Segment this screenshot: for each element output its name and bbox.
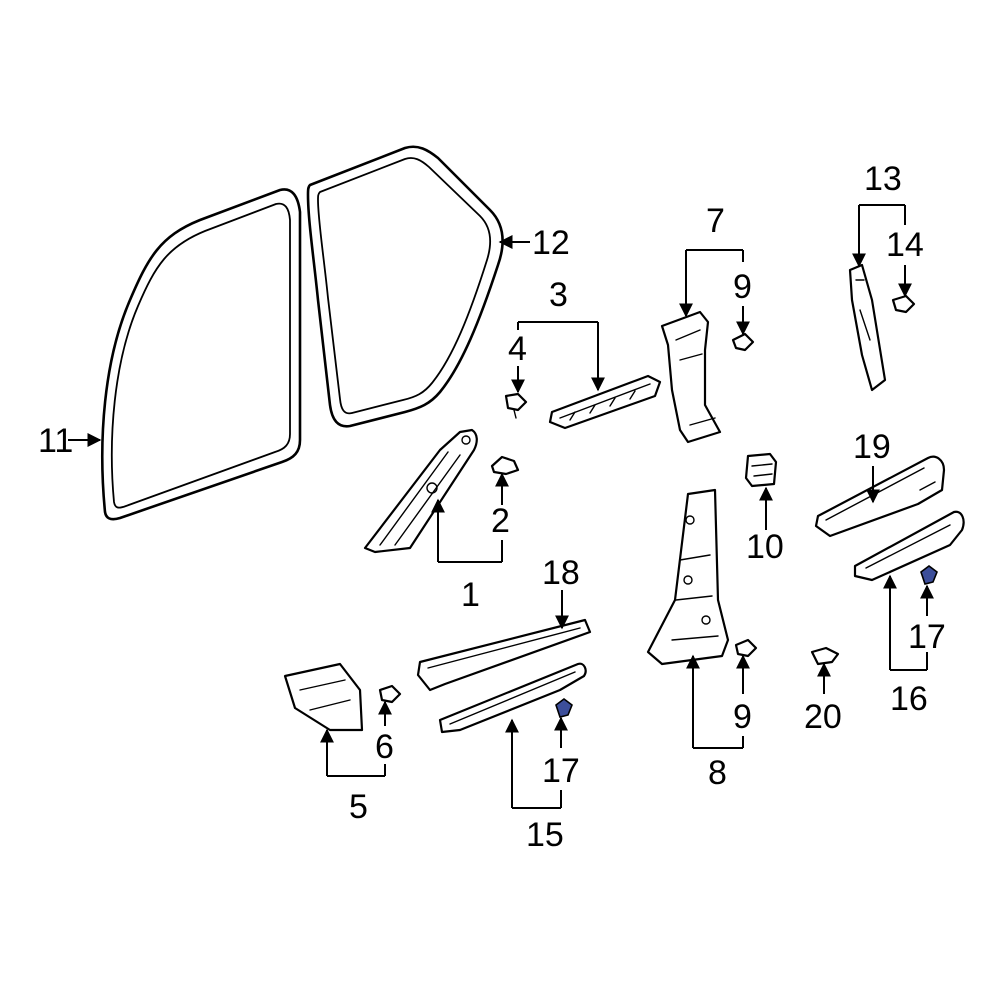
callout-labels: 11 12 3 4 2 1 7 9 10 13 14 19 17 16 18 1… — [38, 160, 946, 854]
callout-15: 15 — [526, 816, 564, 854]
clip-20 — [810, 646, 840, 666]
callout-17-rear: 17 — [908, 618, 946, 656]
callout-20: 20 — [804, 698, 842, 736]
callout-16: 16 — [890, 680, 928, 718]
callout-5: 5 — [349, 788, 368, 826]
fastener-17-front — [555, 698, 573, 718]
callout-19: 19 — [853, 428, 891, 466]
callout-17-front: 17 — [542, 752, 580, 790]
callout-7: 7 — [706, 202, 725, 240]
callout-18: 18 — [542, 554, 580, 592]
callout-11: 11 — [38, 422, 73, 460]
clip-14 — [891, 294, 916, 314]
leader-lines — [68, 204, 934, 809]
pillar-upper-trim-7 — [660, 310, 722, 444]
clip-2 — [490, 455, 520, 476]
callout-8: 8 — [708, 754, 727, 792]
pillar-trim-1 — [363, 428, 478, 554]
callout-3: 3 — [549, 276, 568, 314]
scuff-plate-19 — [814, 455, 946, 538]
clip-9-lower — [734, 638, 758, 658]
rear-door-weatherstrip — [306, 145, 504, 428]
scuff-plate-18 — [416, 618, 592, 692]
bracket-3 — [548, 374, 662, 430]
kick-panel-5 — [283, 662, 364, 732]
callout-13: 13 — [864, 160, 902, 198]
scuff-plate-15 — [438, 662, 587, 734]
front-door-weatherstrip — [101, 188, 302, 521]
clip-6 — [378, 684, 402, 704]
callout-4: 4 — [508, 330, 527, 368]
callout-12: 12 — [532, 224, 570, 262]
callout-10: 10 — [746, 528, 784, 566]
pillar-lower-trim-8 — [646, 488, 730, 666]
clip-9-upper — [731, 332, 755, 352]
callout-2: 2 — [491, 502, 510, 540]
callout-9-lower: 9 — [733, 698, 752, 736]
pillar-trim-13 — [848, 263, 887, 392]
callout-1: 1 — [461, 576, 480, 614]
callout-6: 6 — [375, 728, 394, 766]
clip-4 — [504, 392, 528, 419]
bracket-10 — [744, 452, 778, 488]
callout-14: 14 — [886, 226, 924, 264]
fastener-17-rear — [920, 565, 938, 585]
scuff-plate-16 — [853, 510, 965, 582]
callout-9-upper: 9 — [733, 268, 752, 306]
